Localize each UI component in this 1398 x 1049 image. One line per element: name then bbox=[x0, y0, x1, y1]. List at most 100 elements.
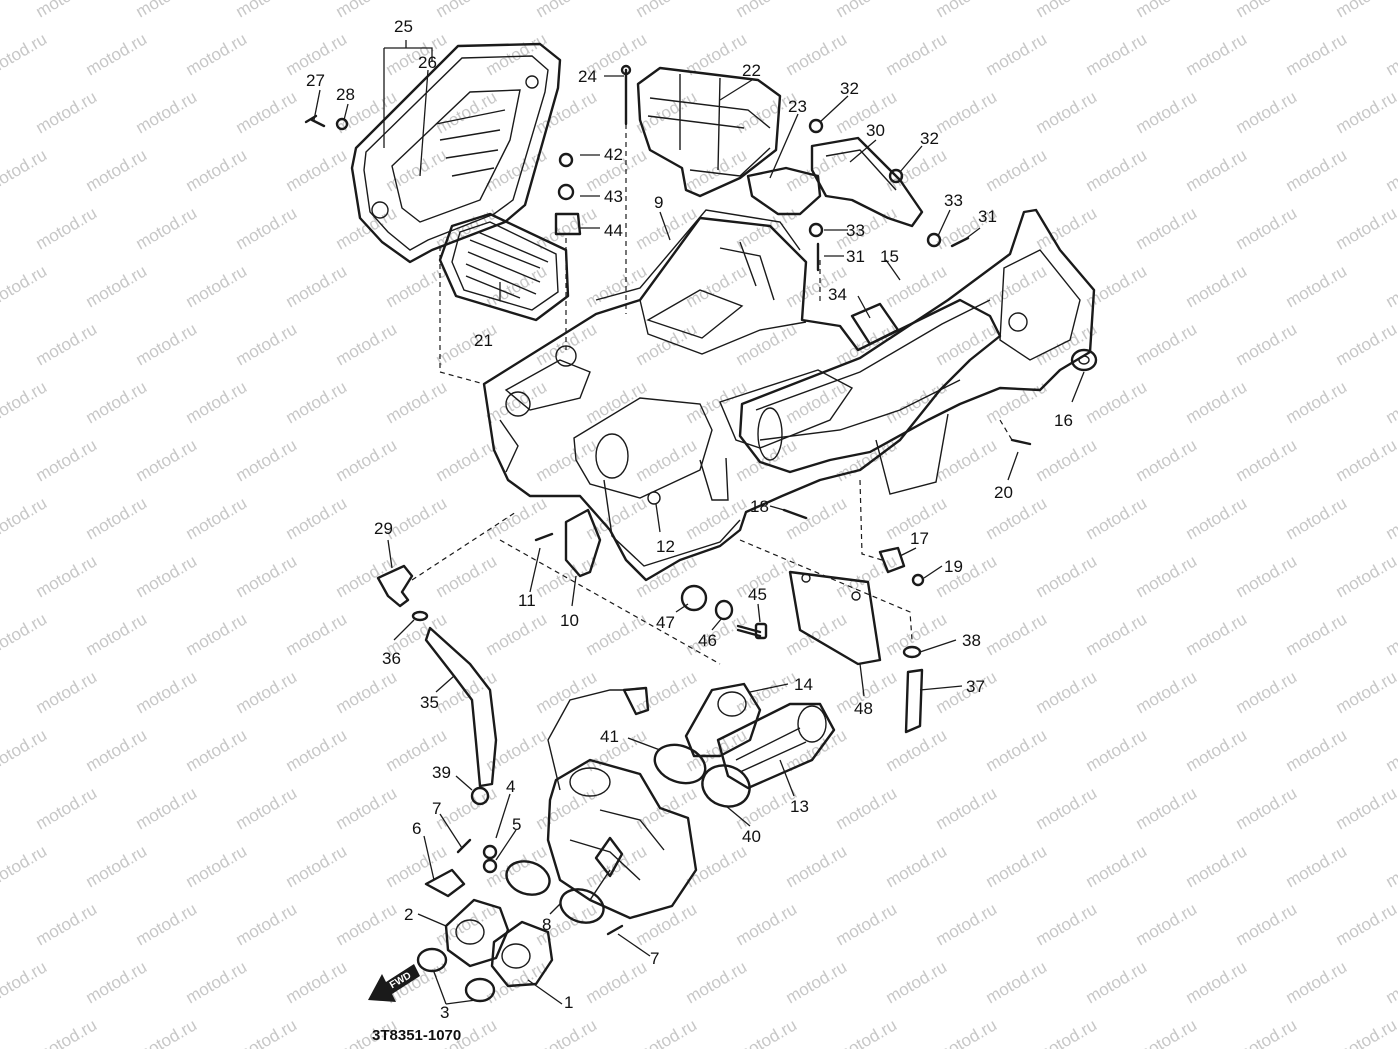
callout-35: 35 bbox=[420, 693, 439, 712]
watermark-text: motod.ru bbox=[1333, 899, 1398, 949]
watermark-text: motod.ru bbox=[1383, 145, 1398, 195]
callout-40: 40 bbox=[742, 827, 761, 846]
watermark-text: motod.ru bbox=[733, 319, 801, 369]
watermark-text: motod.ru bbox=[1033, 435, 1101, 485]
watermark-text: motod.ru bbox=[133, 435, 201, 485]
watermark-text: motod.ru bbox=[433, 783, 501, 833]
watermark-text: motod.ru bbox=[0, 609, 50, 659]
watermark-text: motod.ru bbox=[433, 0, 501, 21]
watermark-text: motod.ru bbox=[1383, 957, 1398, 1007]
watermark-text: motod.ru bbox=[0, 29, 50, 79]
callout-15: 15 bbox=[880, 247, 899, 266]
watermark-text: motod.ru bbox=[283, 261, 351, 311]
watermark-text: motod.ru bbox=[533, 667, 601, 717]
parts-drawing: FWD bbox=[304, 42, 1098, 1003]
watermark-text: motod.ru bbox=[333, 435, 401, 485]
watermark-text: motod.ru bbox=[183, 29, 251, 79]
watermark-text: motod.ru bbox=[733, 435, 801, 485]
watermark-text: motod.ru bbox=[883, 29, 951, 79]
clamps bbox=[653, 743, 751, 808]
watermark-text: motod.ru bbox=[1233, 319, 1301, 369]
watermark-text: motod.ru bbox=[683, 261, 751, 311]
watermark-text: motod.ru bbox=[1033, 0, 1101, 21]
watermark-text: motod.ru bbox=[483, 29, 551, 79]
watermark-text: motod.ru bbox=[783, 841, 851, 891]
watermark-text: motod.ru bbox=[133, 319, 201, 369]
watermark-text: motod.ru bbox=[0, 377, 50, 427]
watermark-text: motod.ru bbox=[1233, 0, 1301, 21]
callout-3: 3 bbox=[440, 1003, 449, 1022]
watermark-text: motod.ru bbox=[1133, 203, 1201, 253]
callout-5: 5 bbox=[512, 815, 521, 834]
watermark-text: motod.ru bbox=[483, 609, 551, 659]
watermark-text: motod.ru bbox=[1233, 551, 1301, 601]
watermark-text: motod.ru bbox=[0, 841, 50, 891]
watermark-text: motod.ru bbox=[433, 551, 501, 601]
watermark-text: motod.ru bbox=[733, 667, 801, 717]
watermark-text: motod.ru bbox=[133, 899, 201, 949]
watermark-text: motod.ru bbox=[33, 0, 101, 21]
watermark-text: motod.ru bbox=[233, 783, 301, 833]
leader-lines bbox=[313, 40, 1085, 1005]
intake-duct bbox=[738, 208, 1096, 495]
watermark-text: motod.ru bbox=[183, 261, 251, 311]
watermark-text: motod.ru bbox=[1333, 783, 1398, 833]
callout-14: 14 bbox=[794, 675, 813, 694]
watermark-text: motod.ru bbox=[333, 899, 401, 949]
watermark-text: motod.ru bbox=[0, 493, 50, 543]
callout-41: 41 bbox=[600, 727, 619, 746]
watermark-text: motod.ru bbox=[133, 667, 201, 717]
callout-32b: 32 bbox=[920, 129, 939, 148]
watermark-text: motod.ru bbox=[233, 899, 301, 949]
watermark-text: motod.ru bbox=[983, 609, 1051, 659]
assembly-lines bbox=[411, 124, 1013, 665]
callout-4: 4 bbox=[506, 777, 515, 796]
watermark-text: motod.ru bbox=[983, 261, 1051, 311]
watermark-text: motod.ru bbox=[1133, 899, 1201, 949]
watermark-text: motod.ru bbox=[83, 725, 151, 775]
watermark-text: motod.ru bbox=[883, 841, 951, 891]
callout-6: 6 bbox=[412, 819, 421, 838]
callout-46: 46 bbox=[698, 631, 717, 650]
callout-45: 45 bbox=[748, 585, 767, 604]
watermark-text: motod.ru bbox=[1083, 377, 1151, 427]
lower-clamps bbox=[505, 860, 605, 924]
watermark-text: motod.ru bbox=[233, 0, 301, 21]
watermark-text: motod.ru bbox=[1333, 203, 1398, 253]
callout-47: 47 bbox=[656, 613, 675, 632]
watermark-text: motod.ru bbox=[1283, 957, 1351, 1007]
watermark-text: motod.ru bbox=[1333, 551, 1398, 601]
watermark-text: motod.ru bbox=[1333, 0, 1398, 21]
watermark-text: motod.ru bbox=[183, 145, 251, 195]
watermark-text: motod.ru bbox=[233, 667, 301, 717]
carburetor-assembly bbox=[546, 686, 698, 920]
watermark-text: motod.ru bbox=[333, 667, 401, 717]
watermark-text: motod.ru bbox=[883, 725, 951, 775]
watermark-text: motod.ru bbox=[1033, 899, 1101, 949]
watermark-text: motod.ru bbox=[183, 493, 251, 543]
watermark-text: motod.ru bbox=[1033, 783, 1101, 833]
bracket-6 bbox=[424, 868, 466, 898]
callout-11: 11 bbox=[518, 591, 536, 610]
watermark-text: motod.ru bbox=[1133, 1015, 1201, 1049]
callout-2: 2 bbox=[404, 905, 413, 924]
watermark-text: motod.ru bbox=[1233, 899, 1301, 949]
watermark-text: motod.ru bbox=[0, 145, 50, 195]
watermark-text: motod.ru bbox=[333, 319, 401, 369]
watermark-text: motod.ru bbox=[0, 261, 50, 311]
filter-element bbox=[438, 212, 570, 322]
watermark-text: motod.ru bbox=[1183, 725, 1251, 775]
watermark-text: motod.ru bbox=[133, 203, 201, 253]
callout-34: 34 bbox=[828, 285, 847, 304]
watermark-text: motod.ru bbox=[1183, 609, 1251, 659]
watermark-text: motod.ru bbox=[1283, 609, 1351, 659]
watermark-text: motod.ru bbox=[1133, 667, 1201, 717]
joint-29 bbox=[376, 564, 414, 608]
watermark-text: motod.ru bbox=[183, 957, 251, 1007]
watermark-text: motod.ru bbox=[1133, 87, 1201, 137]
watermark-text: motod.ru bbox=[283, 377, 351, 427]
gasket bbox=[746, 166, 822, 216]
watermark-text: motod.ru bbox=[1233, 667, 1301, 717]
callout-36: 36 bbox=[382, 649, 401, 668]
